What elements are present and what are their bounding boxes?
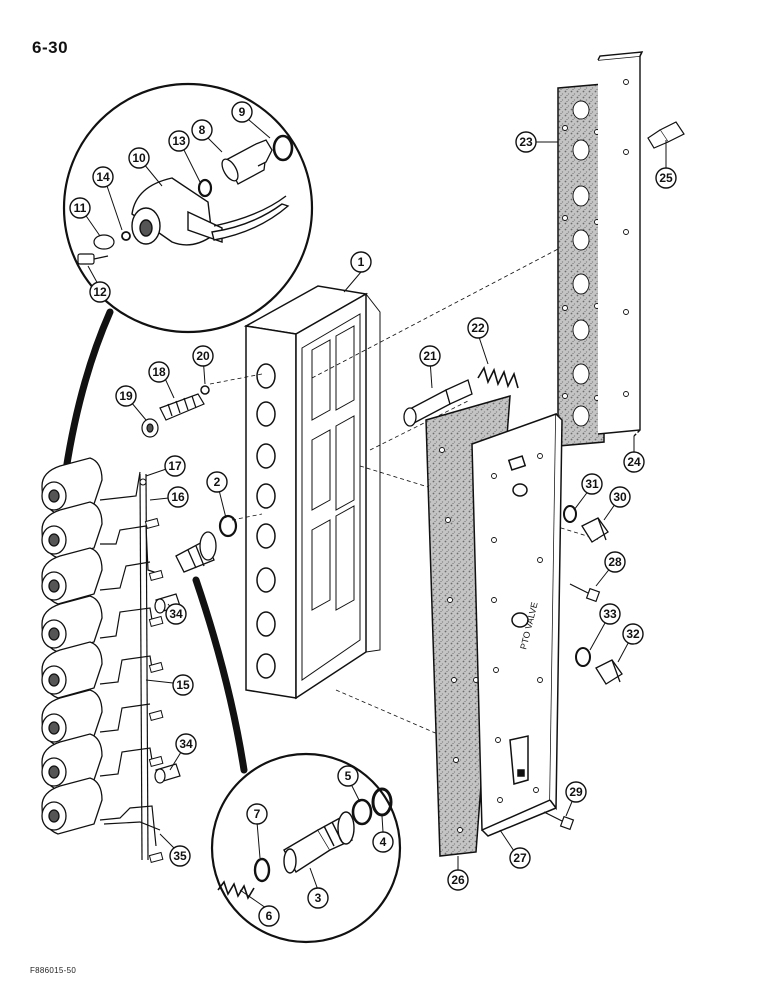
callout-17: 17	[168, 459, 182, 473]
bolt-part-28	[569, 583, 601, 603]
callout-7: 7	[254, 807, 261, 821]
o-ring-part-7	[253, 857, 271, 883]
solenoid-coil	[41, 501, 103, 559]
solenoid-coil	[41, 777, 103, 835]
callout-8: 8	[199, 123, 206, 137]
screw-part-12	[77, 253, 109, 265]
callout-labels: 1 2 3 4 5 6 7 8 9 10 11 12 13 14 15 16 1…	[74, 105, 673, 923]
pto-valve-plate-part-27	[471, 412, 563, 837]
solenoid-coil	[41, 733, 103, 791]
callout-4: 4	[380, 835, 387, 849]
callout-20: 20	[196, 349, 210, 363]
spring-part-22	[477, 366, 519, 389]
solenoid-stack	[41, 457, 103, 835]
callout-6: 6	[266, 909, 273, 923]
callout-11: 11	[74, 201, 87, 215]
solenoid-coil	[41, 457, 103, 515]
solenoid-coil	[41, 641, 103, 699]
o-ring-part-2	[218, 514, 238, 538]
ring-part-14	[121, 231, 131, 241]
solenoid-coil	[41, 547, 103, 605]
page-number: 6-30	[32, 38, 69, 57]
callout-2: 2	[214, 475, 221, 489]
o-ring-part-9	[272, 134, 294, 162]
callout-16: 16	[171, 490, 185, 504]
o-ring-part-5	[351, 798, 373, 826]
cartridge-valve-part-3	[283, 811, 355, 874]
bolt-part-29	[543, 811, 575, 831]
callout-30: 30	[613, 490, 627, 504]
solenoid-coil	[41, 689, 103, 747]
callout-34-upper: 34	[169, 607, 183, 621]
ring-part-20	[200, 385, 210, 395]
spring-part-6	[217, 880, 255, 900]
callout-12: 12	[93, 285, 107, 299]
solenoid-coil	[41, 595, 103, 653]
detail-leader-bottom	[192, 576, 248, 774]
callout-5: 5	[345, 769, 352, 783]
cover-plate-part-24	[597, 51, 644, 435]
callout-9: 9	[239, 105, 246, 119]
callout-3: 3	[315, 891, 322, 905]
o-ring-part-33	[575, 647, 591, 667]
o-ring-part-31	[563, 505, 577, 523]
callout-35: 35	[173, 849, 187, 863]
o-ring-part-13	[197, 178, 213, 198]
callout-27: 27	[513, 851, 527, 865]
figure-code: F886015-50	[30, 966, 77, 975]
callout-32: 32	[626, 627, 640, 641]
callout-33: 33	[603, 607, 617, 621]
callouts	[69, 101, 677, 927]
callout-1: 1	[358, 255, 365, 269]
detail-circle-cartridge-valve	[210, 752, 402, 944]
callout-29: 29	[569, 785, 583, 799]
fitting-part-8	[221, 139, 273, 185]
callout-23: 23	[519, 135, 533, 149]
bolt-part-25	[647, 121, 685, 149]
plug-part-32	[595, 659, 623, 685]
callout-13: 13	[172, 134, 186, 148]
callout-14: 14	[96, 170, 110, 184]
valve-cartridge-part-34	[154, 763, 181, 784]
solenoid-body-part-10	[131, 177, 290, 246]
callout-24: 24	[627, 455, 641, 469]
callout-34-lower: 34	[179, 737, 193, 751]
callout-10: 10	[132, 151, 146, 165]
detail-circle-solenoid-assembly	[62, 82, 314, 334]
tube-harness-part-15	[99, 471, 161, 861]
o-ring-part-4	[371, 787, 393, 817]
callout-25: 25	[659, 171, 673, 185]
callout-31: 31	[585, 477, 599, 491]
gasket-part-23	[557, 83, 605, 447]
fitting-part-18	[159, 393, 205, 421]
callout-18: 18	[152, 365, 166, 379]
valve-cartridge-installed	[175, 531, 217, 573]
detail-leader-top	[62, 308, 114, 474]
tube-fittings	[139, 478, 164, 864]
nut-part-19	[141, 418, 159, 438]
plug-part-30	[581, 517, 609, 543]
callout-19: 19	[119, 389, 133, 403]
callout-26: 26	[451, 873, 465, 887]
callout-15: 15	[176, 678, 190, 692]
callout-28: 28	[608, 555, 622, 569]
spool-part-21	[403, 379, 473, 427]
washer-part-11	[93, 234, 115, 250]
valve-body-part-1	[243, 285, 381, 700]
callout-22: 22	[471, 321, 485, 335]
callout-21: 21	[423, 349, 437, 363]
